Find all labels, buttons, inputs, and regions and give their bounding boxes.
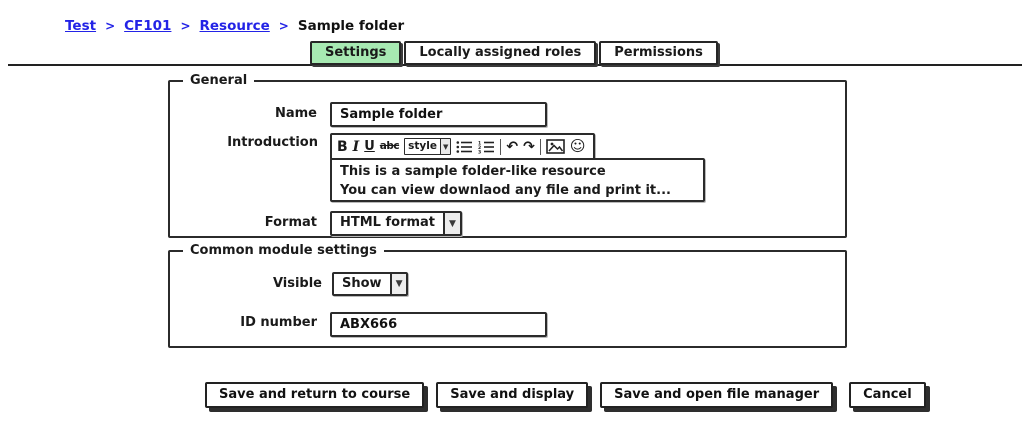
breadcrumb-separator: > xyxy=(105,19,116,33)
strikethrough-icon[interactable]: abc xyxy=(379,140,400,153)
bullet-list-icon[interactable] xyxy=(456,140,473,154)
save-and-display-button[interactable]: Save and display xyxy=(436,382,589,408)
introduction-line: This is a sample folder-like resource xyxy=(340,164,606,179)
breadcrumb-link-resource[interactable]: Resource xyxy=(199,18,270,34)
format-dropdown-arrow-icon: ▼ xyxy=(443,213,460,234)
introduction-label: Introduction xyxy=(227,135,318,150)
visible-label: Visible xyxy=(272,276,322,291)
style-dropdown-label: style xyxy=(408,140,437,152)
breadcrumb-link-test[interactable]: Test xyxy=(65,18,97,34)
introduction-line: You can view downlaod any file and print… xyxy=(340,183,671,198)
style-dropdown-arrow-icon: ▼ xyxy=(439,139,451,154)
name-input[interactable] xyxy=(330,102,547,127)
common-module-settings-fieldset: Common module settings Visible Show ▼ ID… xyxy=(168,243,847,348)
breadcrumb-current-page: Sample folder xyxy=(297,18,405,34)
format-dropdown[interactable]: HTML format ▼ xyxy=(330,211,462,236)
redo-icon[interactable]: ↷ xyxy=(523,138,535,155)
header-divider xyxy=(8,64,1022,66)
visible-dropdown[interactable]: Show ▼ xyxy=(332,272,409,296)
style-dropdown[interactable]: style ▼ xyxy=(404,138,452,155)
bold-icon[interactable]: B xyxy=(337,138,348,155)
smiley-icon[interactable]: ☺ xyxy=(569,137,586,155)
cancel-button[interactable]: Cancel xyxy=(849,382,926,408)
tab-settings[interactable]: Settings xyxy=(310,41,402,65)
svg-text:3: 3 xyxy=(478,149,481,154)
svg-text:2: 2 xyxy=(478,144,481,150)
insert-image-icon[interactable] xyxy=(546,139,565,154)
id-number-input[interactable] xyxy=(330,312,547,337)
tab-permissions[interactable]: Permissions xyxy=(599,41,718,65)
visible-dropdown-value: Show xyxy=(342,276,382,291)
toolbar-separator xyxy=(500,138,502,155)
breadcrumb-separator: > xyxy=(180,19,191,33)
general-legend: General xyxy=(183,73,255,88)
undo-icon[interactable]: ↶ xyxy=(506,138,519,155)
visible-dropdown-arrow-icon: ▼ xyxy=(389,274,407,294)
tab-bar: Settings Locally assigned roles Permissi… xyxy=(310,41,718,65)
format-label: Format xyxy=(264,215,317,230)
breadcrumb-separator: > xyxy=(278,19,289,33)
general-fieldset: General Name Introduction B I U abc styl… xyxy=(168,73,847,238)
introduction-textarea[interactable]: This is a sample folder-like resource Yo… xyxy=(330,158,705,202)
save-and-return-button[interactable]: Save and return to course xyxy=(205,382,425,408)
save-and-open-file-manager-button[interactable]: Save and open file manager xyxy=(600,382,834,408)
underline-icon[interactable]: U xyxy=(364,139,375,154)
italic-icon[interactable]: I xyxy=(352,138,360,155)
svg-text:1: 1 xyxy=(478,140,481,146)
toolbar-separator xyxy=(539,138,541,155)
breadcrumb: Test > CF101 > Resource > Sample folder xyxy=(65,18,404,34)
id-number-label: ID number xyxy=(240,315,317,330)
tab-locally-assigned-roles[interactable]: Locally assigned roles xyxy=(404,41,597,65)
action-buttons: Save and return to course Save and displ… xyxy=(205,382,926,408)
common-module-settings-legend: Common module settings xyxy=(183,243,384,258)
breadcrumb-link-cf101[interactable]: CF101 xyxy=(124,18,172,34)
name-label: Name xyxy=(274,106,317,121)
format-dropdown-value: HTML format xyxy=(340,215,436,230)
